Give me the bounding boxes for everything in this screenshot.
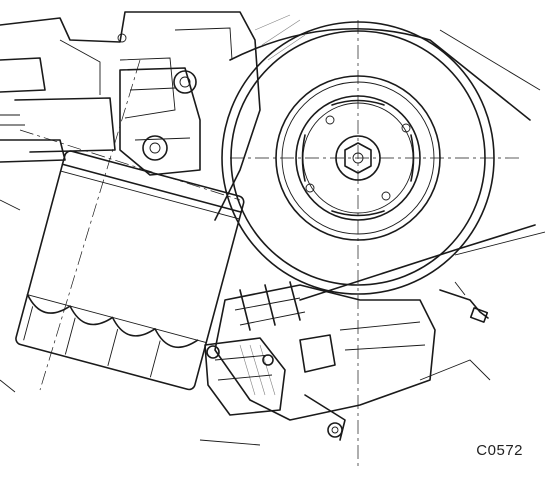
crankshaft-pulley (221, 21, 495, 295)
bracket-bolt-upper (173, 70, 197, 94)
pulley-hub-nut (344, 142, 372, 174)
oil-filter (15, 150, 245, 391)
filter-mounting-bracket (117, 33, 201, 176)
centre-lines (19, 20, 520, 470)
electrical-terminal (439, 281, 489, 323)
figure-reference-code: C0572 (476, 442, 523, 459)
bracket-bolt-lower (142, 135, 168, 161)
misc-linework (0, 199, 491, 446)
drive-belt (229, 28, 545, 301)
starter-motor (204, 281, 436, 441)
